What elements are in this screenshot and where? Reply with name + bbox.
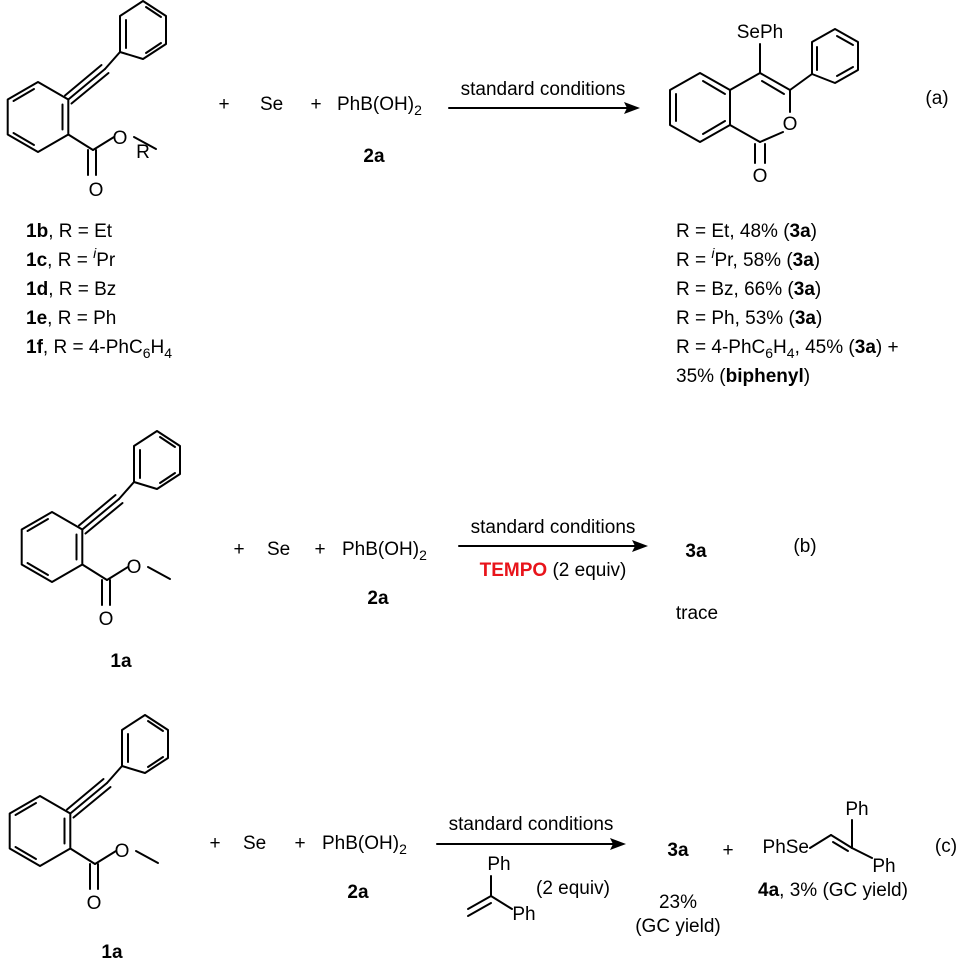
- product-yield: 23%: [659, 892, 697, 913]
- substrate-id: 1a: [110, 651, 132, 672]
- panel-c: O O 1a + Se + PhB(OH)2 2a standard condi…: [8, 714, 957, 963]
- substrate-1-structure: [6, 0, 168, 176]
- additive-amount: (2 equiv): [536, 878, 610, 899]
- atom-o-ester: O: [113, 128, 128, 149]
- reaction-arrow: [458, 540, 648, 552]
- result-item: R = Ph, 53% (3a): [676, 308, 822, 329]
- product-yield: trace: [676, 603, 718, 624]
- plus-sign: +: [314, 539, 325, 560]
- vinyl-selenide-byproduct: [809, 819, 873, 859]
- substrate-1a-structure: [8, 714, 170, 890]
- result-item: R = 4-PhC6H4, 45% (3a) +: [676, 337, 899, 361]
- plus-sign: +: [294, 833, 305, 854]
- additive-ph-label: Ph: [487, 854, 510, 875]
- selenium-reagent: Se: [260, 94, 283, 115]
- byproduct-yield: 4a, 3% (GC yield): [758, 880, 908, 901]
- plus-sign: +: [310, 94, 321, 115]
- diphenylethylene-additive: [467, 875, 513, 917]
- atom-o-carbonyl: O: [753, 166, 768, 187]
- result-item: R = Et, 48% (3a): [676, 221, 817, 242]
- atom-o-lactone: O: [783, 114, 798, 135]
- reaction-arrow: [436, 838, 626, 850]
- substrate-item: 1c, R = iPr: [26, 245, 116, 271]
- substrate-item: 1b, R = Et: [26, 221, 113, 242]
- product-id: 3a: [685, 541, 707, 562]
- product-yield: (GC yield): [635, 916, 721, 937]
- atom-o-ester: O: [115, 841, 130, 862]
- substrate-item: 1f, R = 4-PhC6H4: [26, 337, 172, 361]
- substrate-id: 1a: [101, 942, 123, 963]
- panel-a: O O R + Se + PhB(OH)2 2a standard condit…: [6, 0, 949, 387]
- panel-b: O O 1a + Se + PhB(OH)2 2a standard condi…: [20, 430, 817, 672]
- product-3a-structure: [669, 28, 859, 164]
- plus-sign: +: [209, 833, 220, 854]
- selenium-reagent: Se: [243, 833, 266, 854]
- panel-label: (b): [793, 536, 816, 557]
- substrate-item: 1d, R = Bz: [26, 279, 116, 300]
- panel-label: (c): [935, 836, 957, 857]
- substrate-list: 1b, R = Et 1c, R = iPr 1d, R = Bz 1e, R …: [26, 221, 172, 361]
- additive-label: TEMPO (2 equiv): [480, 560, 627, 581]
- result-list: R = Et, 48% (3a) R = iPr, 58% (3a) R = B…: [676, 221, 899, 387]
- arrow-conditions: standard conditions: [449, 814, 614, 835]
- byproduct-ph-label: Ph: [845, 799, 868, 820]
- result-item: 35% (biphenyl): [676, 366, 810, 387]
- boronic-acid-reagent: PhB(OH)2: [337, 94, 422, 118]
- reagent-id: 2a: [347, 882, 369, 903]
- arrow-conditions: standard conditions: [471, 517, 636, 538]
- additive-ph-label: Ph: [512, 904, 535, 925]
- product-id: 3a: [667, 840, 689, 861]
- byproduct-ph-label: Ph: [872, 856, 895, 877]
- byproduct-phse-label: PhSe: [763, 837, 809, 858]
- atom-r-group: R: [136, 142, 150, 163]
- result-item: R = Bz, 66% (3a): [676, 279, 821, 300]
- reagent-id: 2a: [363, 146, 385, 167]
- result-item: R = iPr, 58% (3a): [676, 245, 820, 271]
- plus-sign: +: [218, 94, 229, 115]
- selenium-reagent: Se: [267, 539, 290, 560]
- atom-o-carbonyl: O: [99, 609, 114, 630]
- plus-sign: +: [722, 840, 733, 861]
- reaction-arrow: [448, 102, 640, 114]
- tempo-highlight: TEMPO: [480, 560, 548, 581]
- panel-label: (a): [925, 88, 948, 109]
- substrate-1a-structure: [20, 430, 182, 606]
- substrate-item: 1e, R = Ph: [26, 308, 116, 329]
- atom-o-ester: O: [127, 557, 142, 578]
- atom-o-carbonyl: O: [87, 893, 102, 914]
- product-seph-label: SePh: [737, 22, 783, 43]
- reagent-id: 2a: [367, 588, 389, 609]
- atom-o-carbonyl: O: [89, 180, 104, 201]
- plus-sign: +: [233, 539, 244, 560]
- boronic-acid-reagent: PhB(OH)2: [322, 833, 407, 857]
- boronic-acid-reagent: PhB(OH)2: [342, 539, 427, 563]
- arrow-conditions: standard conditions: [461, 79, 626, 100]
